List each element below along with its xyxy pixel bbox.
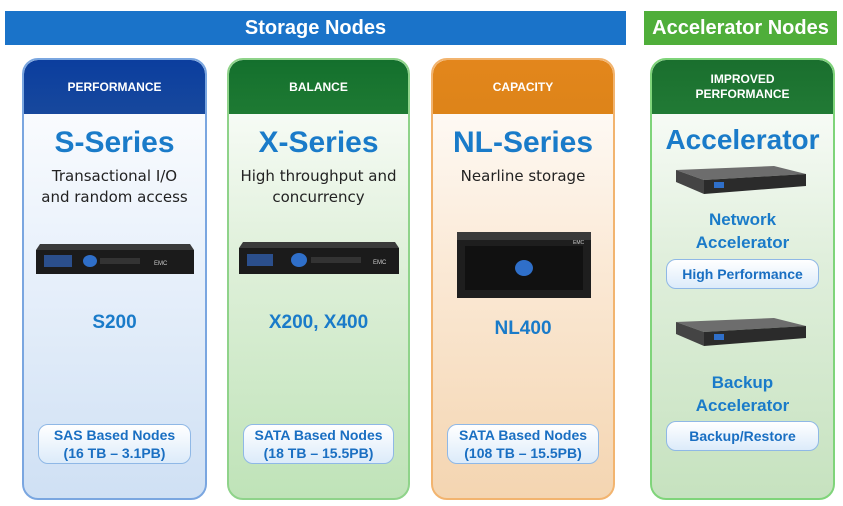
storage-server-icon: EMC bbox=[457, 232, 591, 298]
brand-label: EMC bbox=[573, 240, 585, 246]
tier-header: PERFORMANCE bbox=[24, 60, 205, 114]
backup-restore-badge: Backup/Restore bbox=[666, 421, 819, 451]
model-name: NL400 bbox=[494, 318, 552, 339]
node-type-badge: SATA Based Nodes(108 TB – 15.5PB) bbox=[447, 424, 599, 464]
series-title: S-Series bbox=[54, 126, 175, 159]
storage-nodes-banner: Storage Nodes bbox=[5, 11, 626, 45]
series-description: Nearline storage bbox=[460, 167, 586, 185]
node-type-badge: SATA Based Nodes(18 TB – 15.5PB) bbox=[243, 424, 394, 464]
backup-accelerator-icon bbox=[676, 318, 806, 346]
node-type-badge: SAS Based Nodes(16 TB – 3.1PB) bbox=[38, 424, 191, 464]
tier-header: CAPACITY bbox=[433, 60, 613, 114]
brand-label: EMC bbox=[373, 260, 387, 266]
network-accelerator-icon bbox=[676, 166, 806, 194]
series-title: X-Series bbox=[258, 126, 379, 159]
storage-server-icon: EMC bbox=[36, 244, 194, 274]
series-title: NL-Series bbox=[452, 126, 594, 159]
series-title: Accelerator bbox=[665, 124, 820, 155]
accelerator-nodes-banner: Accelerator Nodes bbox=[644, 11, 837, 45]
high-performance-badge: High Performance bbox=[666, 259, 819, 289]
brand-label: EMC bbox=[154, 261, 168, 267]
storage-server-icon: EMC bbox=[239, 242, 399, 274]
model-name: S200 bbox=[92, 312, 137, 333]
nl-series-column: CAPACITY NL-Series Nearline storage EMC … bbox=[431, 58, 615, 500]
tier-header: BALANCE bbox=[229, 60, 408, 114]
model-name: X200, X400 bbox=[268, 312, 369, 333]
